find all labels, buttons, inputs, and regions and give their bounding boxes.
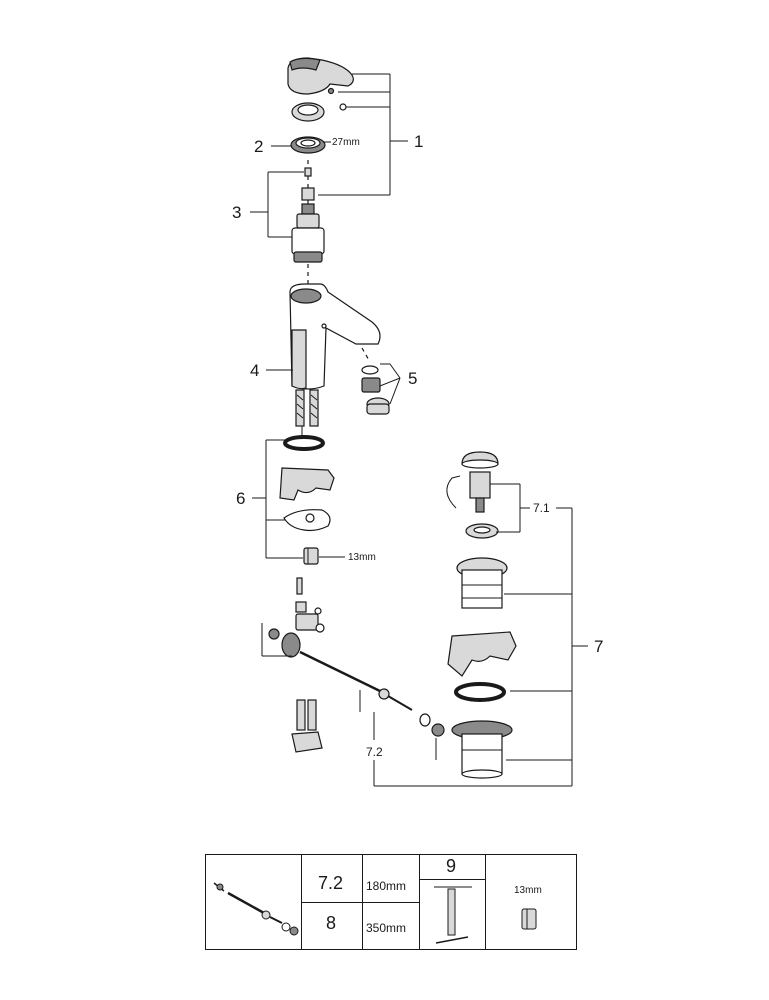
cartridge	[291, 203, 325, 263]
callout-72-bracket	[261, 623, 572, 787]
exploded-parts-diagram: 1 2 27mm 3 4	[232, 57, 603, 787]
callout-5-bracket	[379, 363, 401, 405]
legend-row-a-number: 7.2	[318, 873, 344, 893]
tool-key-icon	[434, 886, 472, 944]
waste-gasket	[447, 631, 517, 677]
callout-7-bracket	[504, 508, 588, 786]
waste-flange	[456, 557, 508, 609]
callout-1: 1	[414, 132, 423, 151]
rotate-arrow	[446, 475, 461, 509]
callout-1-bracket	[318, 73, 408, 196]
mounting-plate	[279, 467, 335, 501]
callout-2: 2	[254, 137, 263, 156]
waste-body	[451, 720, 513, 779]
tap-body	[289, 283, 381, 390]
callout-7: 7	[594, 637, 603, 656]
supply-hoses	[295, 389, 319, 436]
connector-hose	[291, 699, 323, 753]
rod-clamp	[268, 577, 325, 640]
gasket-ring	[283, 435, 325, 451]
extension-rod-icon	[213, 882, 299, 936]
c-washer	[283, 509, 331, 532]
legend-tool-number: 9	[446, 856, 457, 876]
callout-4: 4	[250, 361, 259, 380]
axis-aerator	[361, 347, 371, 363]
legend-extension-cell	[206, 855, 302, 949]
legend-row-a-length: 180mm	[366, 879, 407, 893]
pivot-rod	[281, 632, 445, 737]
callout-6: 6	[236, 489, 245, 508]
legend-adapter-cell: 13mm	[486, 855, 575, 949]
callout-6-bracket	[252, 439, 303, 559]
aerator	[361, 365, 390, 415]
legend-rod-lengths-cell: 7.2 180mm 8 350mm	[302, 855, 420, 949]
fixing-nut-13	[303, 547, 319, 565]
callout-3-bracket	[250, 171, 304, 238]
legend-adapter-size: 13mm	[514, 885, 542, 896]
waste-o-ring	[454, 682, 506, 702]
legend-row-b-number: 8	[326, 913, 337, 933]
dim-27mm: 27mm	[332, 137, 360, 148]
callout-5: 5	[408, 369, 417, 388]
popup-plug	[461, 451, 499, 513]
lever-handle	[287, 57, 354, 95]
legend-tool-cell: 9	[420, 855, 486, 949]
plug-washer	[465, 523, 499, 539]
dim-13mm: 13mm	[348, 552, 376, 563]
callout-3: 3	[232, 203, 241, 222]
legend-row-b-length: 350mm	[366, 921, 407, 935]
nut-13mm-icon	[521, 908, 537, 930]
cover-ring	[291, 102, 325, 122]
parts-legend-table: 7.2 180mm 8 350mm 9 13mm	[205, 854, 577, 950]
callout-7-2: 7.2	[366, 745, 383, 759]
callout-71-bracket	[490, 483, 572, 533]
cartridge-nut	[290, 136, 326, 154]
callout-7-1: 7.1	[533, 501, 550, 515]
stem-screw	[301, 167, 315, 201]
